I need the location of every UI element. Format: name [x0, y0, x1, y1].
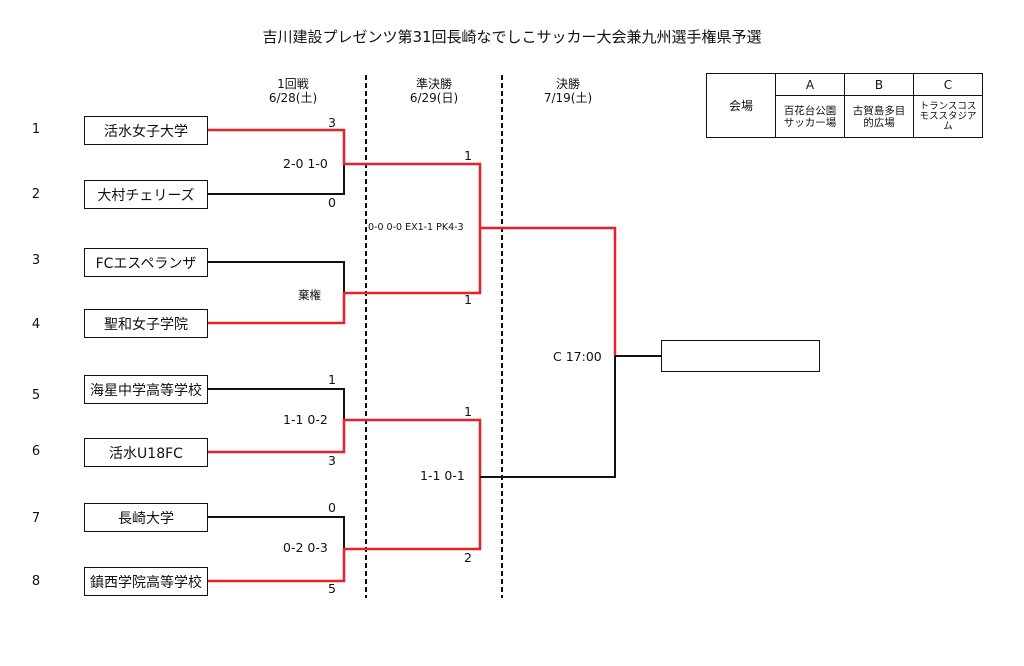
match-detail: 棄権: [298, 288, 321, 302]
round-date: 6/29(日): [409, 91, 459, 105]
bracket-path-team-5: [208, 388, 345, 420]
match-detail: 0-0 0-0 EX1-1 PK4-3: [368, 222, 464, 233]
venue-table: 会場 A B C 百花台公園サッカー場 古賀島多目的広場 トランスコスモススタジ…: [706, 73, 983, 138]
match-detail: 1-1 0-1: [420, 468, 465, 483]
bracket-path-team-4: [208, 228, 482, 325]
match-score: 1: [464, 148, 472, 163]
team-box: 活水女子大学: [84, 116, 208, 145]
team-seed: 6: [31, 444, 41, 459]
team-seed: 3: [31, 253, 41, 268]
champion-box: [661, 340, 820, 372]
venue-name-a: 百花台公園サッカー場: [775, 95, 845, 138]
team-name: 長崎大学: [118, 510, 174, 527]
team-name: FCエスペランザ: [95, 255, 197, 272]
team-seed: 2: [31, 187, 41, 202]
bracket-path-semi-2: [480, 356, 616, 478]
round-name: 決勝: [555, 77, 580, 91]
team-box: 聖和女子学院: [84, 309, 208, 338]
team-box: FCエスペランザ: [84, 248, 208, 277]
final-detail: C 17:00: [553, 349, 602, 364]
match-detail: 2-0 1-0: [283, 156, 328, 171]
round-header-first: 1回戦 6/28(土): [253, 77, 333, 105]
team-name: 活水女子大学: [104, 123, 188, 140]
match-score: 0: [328, 500, 336, 515]
team-seed: 8: [31, 574, 41, 589]
team-seed: 1: [31, 122, 41, 137]
venue-name-c: トランスコスモススタジアム: [913, 95, 983, 138]
match-score: 5: [328, 581, 336, 596]
venue-name-b: 古賀島多目的広場: [844, 95, 914, 138]
round-header-semifinal: 準決勝 6/29(日): [394, 77, 474, 105]
team-box: 長崎大学: [84, 503, 208, 532]
team-seed: 7: [31, 511, 41, 526]
bracket-path-team-3: [208, 261, 345, 293]
match-score: 3: [328, 115, 336, 130]
team-box: 海星中学高等学校: [84, 375, 208, 404]
venue-header: 会場: [706, 73, 776, 138]
match-score: 0: [328, 195, 336, 210]
match-score: 1: [464, 404, 472, 419]
team-name: 海星中学高等学校: [90, 382, 202, 399]
match-score: 1: [328, 372, 336, 387]
team-name: 聖和女子学院: [104, 316, 188, 333]
round-name: 準決勝: [415, 77, 452, 91]
team-box: 活水U18FC: [84, 438, 208, 467]
team-name: 活水U18FC: [109, 445, 183, 462]
bracket-path-team-1: [208, 128, 482, 228]
round-header-final: 決勝 7/19(土): [528, 77, 608, 105]
team-name: 大村チェリーズ: [97, 187, 195, 204]
match-detail: 1-1 0-2: [283, 412, 328, 427]
team-seed: 4: [31, 317, 41, 332]
round-name: 1回戦: [277, 77, 309, 91]
match-detail: 0-2 0-3: [283, 540, 328, 555]
bracket-path-semi-1: [480, 226, 617, 356]
match-score: 3: [328, 453, 336, 468]
round-date: 7/19(土): [543, 91, 593, 105]
match-score: 1: [464, 292, 472, 307]
match-score: 2: [464, 550, 472, 565]
team-name: 鎮西学院高等学校: [90, 574, 202, 591]
bracket-path-team-2: [208, 164, 345, 195]
team-box: 大村チェリーズ: [84, 180, 208, 209]
team-seed: 5: [31, 388, 41, 403]
bracket-path-team-7: [208, 516, 345, 549]
page-title: 吉川建設プレゼンツ第31回長崎なでしこサッカー大会兼九州選手権県予選: [262, 28, 762, 46]
team-box: 鎮西学院高等学校: [84, 567, 208, 596]
bracket-path-team-6: [208, 418, 482, 477]
round-date: 6/28(土): [268, 91, 318, 105]
bracket-path-team-8: [208, 477, 482, 583]
